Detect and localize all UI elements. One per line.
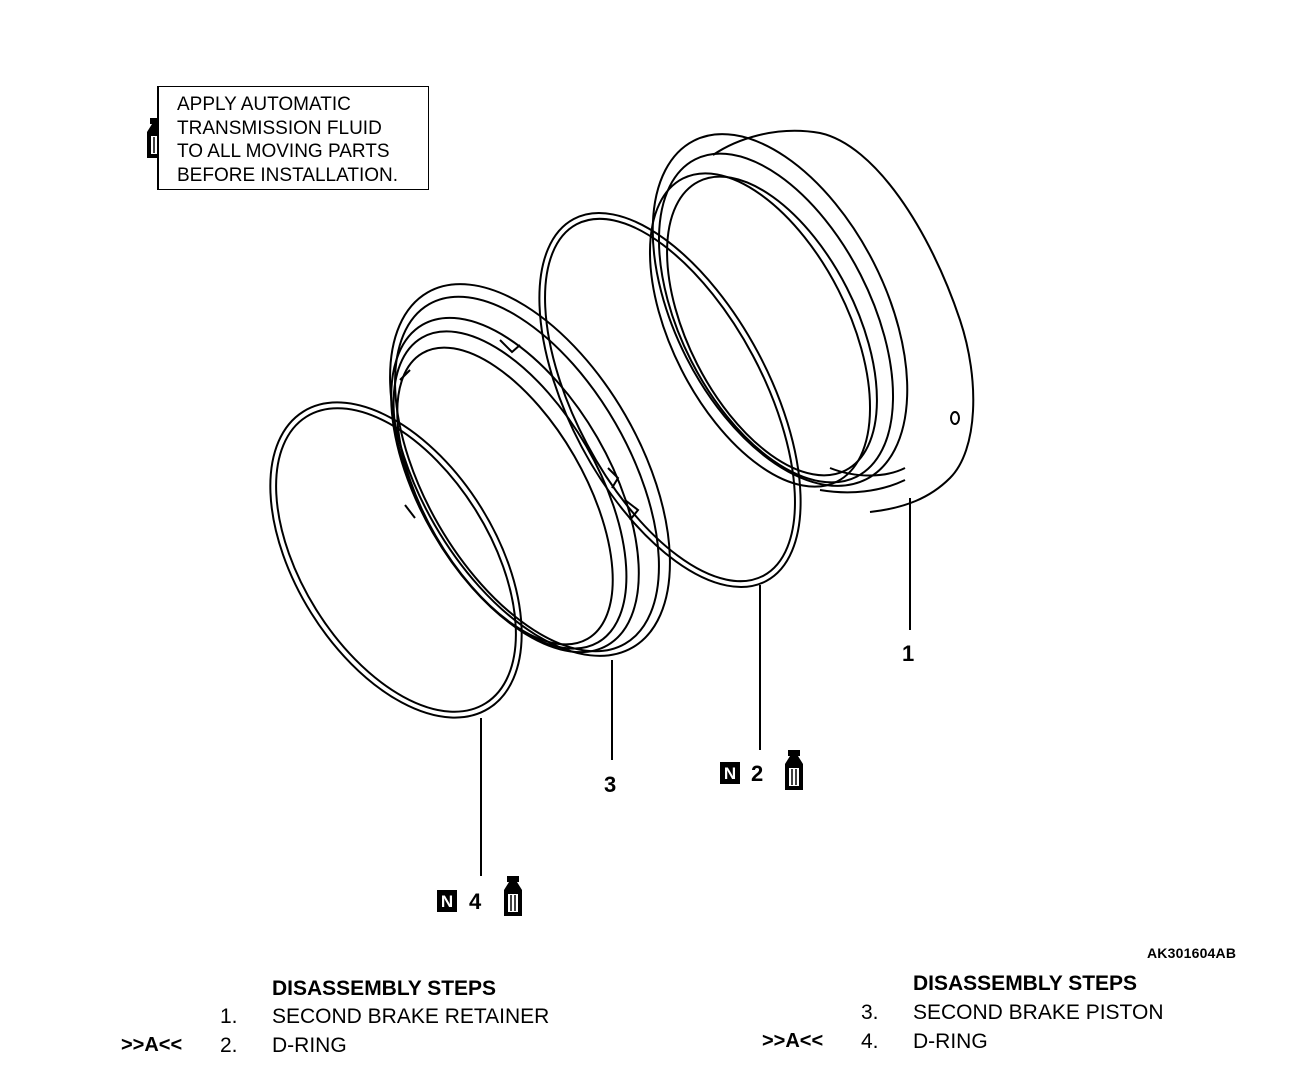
note-line: TO ALL MOVING PARTS: [177, 141, 390, 162]
reference-code: AK301604AB: [1147, 945, 1237, 961]
note-box: APPLY AUTOMATIC TRANSMISSION FLUID TO AL…: [157, 86, 429, 190]
steps-left-item-2-text: D-RING: [272, 1034, 347, 1057]
callout-2-label: 2: [751, 761, 764, 786]
note-line: APPLY AUTOMATIC: [177, 94, 351, 115]
part-3-second-brake-piston: [389, 283, 671, 657]
callout-4-fluid-bottle-icon: [503, 875, 523, 917]
steps-right-item-4-marker: >>A<<: [762, 1030, 824, 1052]
part-2-d-ring: [538, 212, 802, 588]
callout-4-label: 4: [469, 889, 482, 914]
steps-right-item-3-number: 3.: [861, 1001, 879, 1024]
callout-4-n-symbol: N: [437, 890, 457, 912]
steps-right-heading: DISASSEMBLY STEPS: [913, 972, 1138, 995]
callout-2-fluid-bottle-icon: [784, 749, 804, 791]
callout-1-label: 1: [902, 641, 915, 666]
part-1-second-brake-retainer: [648, 129, 975, 513]
note-text: APPLY AUTOMATIC TRANSMISSION FLUID TO AL…: [177, 93, 398, 187]
steps-left-item-1-text: SECOND BRAKE RETAINER: [272, 1005, 550, 1028]
steps-right-item-3-text: SECOND BRAKE PISTON: [913, 1001, 1164, 1024]
callout-3-label: 3: [604, 772, 617, 797]
steps-left-item-2-number: 2.: [220, 1034, 238, 1057]
steps-left-heading: DISASSEMBLY STEPS: [272, 977, 497, 1000]
steps-right-item-4-text: D-RING: [913, 1030, 988, 1053]
callout-2-n-symbol: N: [720, 762, 740, 784]
note-line: TRANSMISSION FLUID: [177, 117, 382, 139]
steps-left-item-2-marker: >>A<<: [121, 1034, 183, 1056]
steps-left-item-1-number: 1.: [220, 1005, 238, 1028]
steps-right-item-4-number: 4.: [861, 1030, 879, 1053]
part-4-d-ring: [269, 401, 523, 719]
note-line: BEFORE INSTALLATION.: [177, 164, 399, 186]
